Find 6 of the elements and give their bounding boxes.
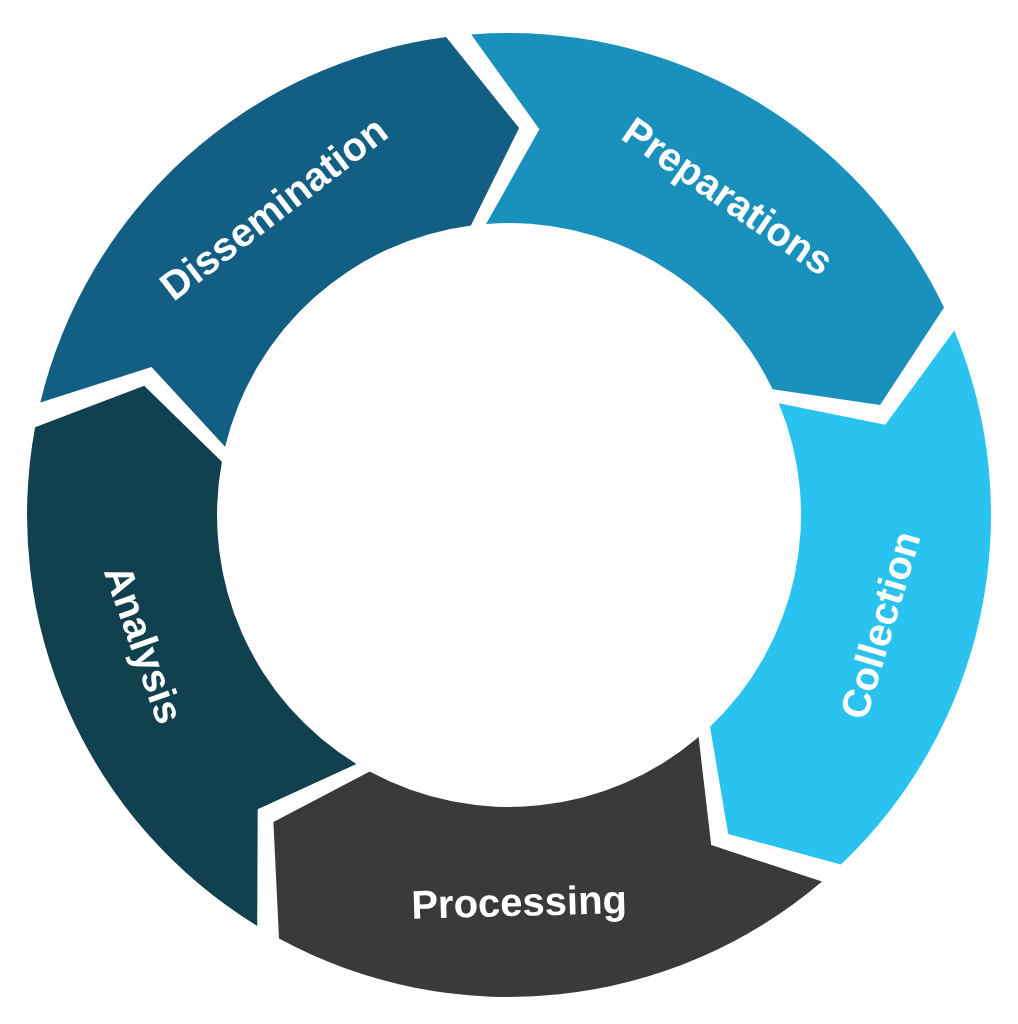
cycle-segment [273, 737, 822, 997]
cycle-segment [27, 385, 357, 926]
cycle-segment [40, 37, 520, 447]
cycle-segment [710, 330, 991, 865]
cycle-segment [471, 33, 944, 406]
segment-label: Processing [410, 877, 628, 927]
